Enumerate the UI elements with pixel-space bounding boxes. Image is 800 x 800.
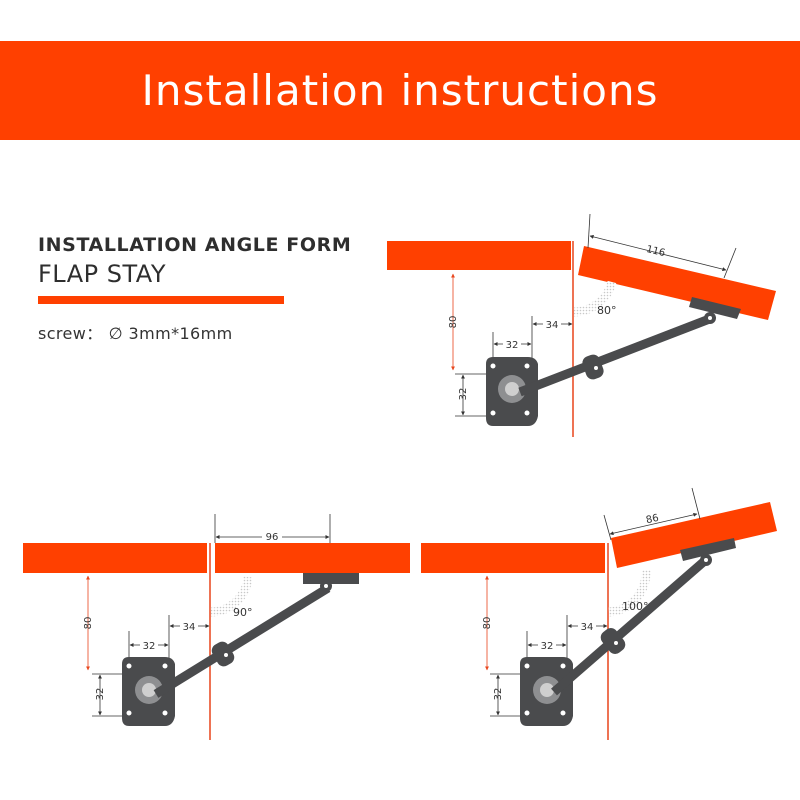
screw-label: screw：: [38, 324, 103, 343]
depth-label: 32: [458, 388, 469, 401]
flap-bracket: [303, 573, 359, 584]
angle-label: 90°: [233, 606, 253, 619]
angle-arc: [573, 280, 617, 317]
dimension-arrow: [589, 234, 727, 272]
width-label: 32: [541, 641, 554, 652]
height-label: 80: [83, 617, 94, 630]
page-title: Installation instructions: [141, 66, 659, 115]
arm-joint: [600, 628, 626, 654]
angle-label: 80°: [597, 304, 617, 317]
angle-arc: [608, 569, 651, 617]
product-name: FLAP STAY: [38, 260, 166, 288]
flap-bracket: [689, 297, 741, 319]
stay-arm: [551, 554, 711, 696]
arm-joint: [582, 354, 604, 380]
arm-joint: [211, 641, 235, 667]
cabinet-top-panel: [23, 543, 207, 573]
depth-label: 32: [493, 688, 504, 701]
screw-value: ∅ 3mm*16mm: [108, 324, 233, 343]
cabinet-top-panel: [387, 241, 571, 270]
stay-arm: [153, 584, 331, 698]
flap-bracket: [680, 538, 736, 561]
cabinet-top-panel: [421, 543, 605, 573]
offset-label: 116: [645, 244, 666, 259]
width-label: 32: [506, 340, 519, 351]
gap-label: 34: [546, 320, 559, 331]
diagram-100-degree: 86 100° 80 32 34 32: [421, 487, 777, 740]
angle-arc: [210, 576, 253, 617]
height-label: 80: [448, 316, 459, 329]
stay-arm: [518, 313, 714, 397]
flap-door-panel: [215, 543, 410, 573]
diagram-90-degree: 96 90° 80 32 34 32: [23, 514, 410, 740]
height-label: 80: [482, 617, 493, 630]
header-banner: Installation instructions: [0, 41, 800, 140]
gap-label: 34: [581, 622, 594, 633]
gap-label: 34: [183, 622, 196, 633]
heading-underline: [38, 296, 284, 304]
screw-spec: screw： ∅ 3mm*16mm: [38, 320, 233, 344]
dimension-arrow: [609, 512, 698, 536]
diagram-80-degree: 116 80° 80 32 34 32: [387, 213, 776, 437]
section-heading: INSTALLATION ANGLE FORM: [38, 234, 352, 256]
offset-label: 96: [266, 532, 279, 543]
width-label: 32: [143, 641, 156, 652]
offset-label: 86: [645, 513, 660, 527]
depth-label: 32: [95, 688, 106, 701]
